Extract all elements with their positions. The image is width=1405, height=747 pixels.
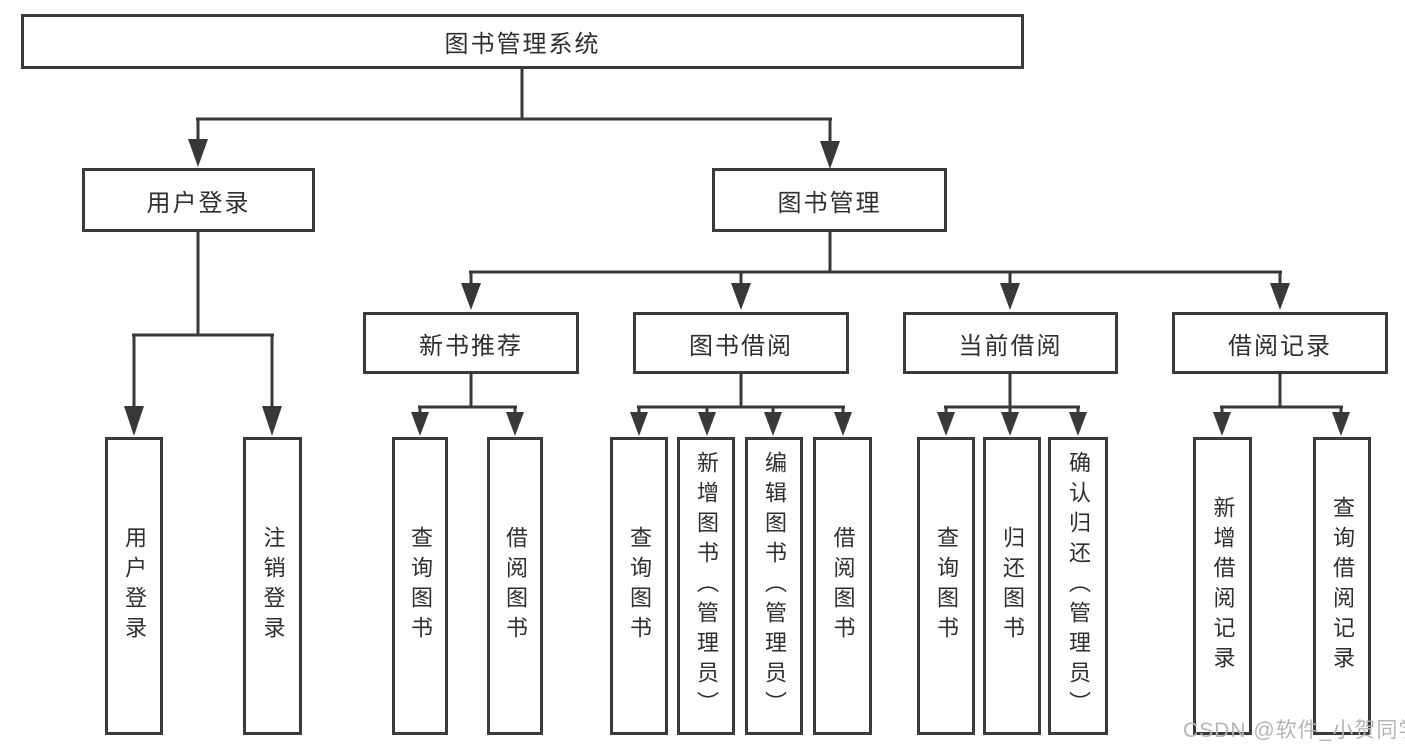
leaf-query-books-borrow-label: 查询图书 (627, 526, 652, 646)
leaf-edit-books-admin-label: 编辑图书（管理员） (762, 451, 787, 721)
leaf-query-books-recommend: 查询图书 (392, 437, 448, 735)
leaf-logout-label: 注销登录 (260, 526, 286, 646)
leaf-logout: 注销登录 (243, 437, 302, 735)
arrowheads (124, 139, 1350, 436)
leaf-query-books-current: 查询图书 (917, 437, 975, 735)
node-book-borrow-label: 图书借阅 (689, 332, 793, 360)
leaf-edit-books-admin: 编辑图书（管理员） (745, 437, 803, 735)
leaf-add-books-admin-label: 新增图书（管理员） (694, 451, 719, 721)
leaf-add-books-admin: 新增图书（管理员） (677, 437, 735, 735)
leaf-add-borrow-record-label: 新增借阅记录 (1210, 496, 1236, 676)
leaf-user-login: 用户登录 (105, 437, 163, 735)
leaf-query-borrow-record: 查询借阅记录 (1313, 437, 1371, 735)
node-borrow-records-label: 借阅记录 (1228, 332, 1332, 360)
node-user-login-label: 用户登录 (146, 189, 251, 217)
node-new-book-recommend-label: 新书推荐 (419, 332, 523, 360)
node-root-label: 图书管理系统 (444, 31, 601, 58)
leaf-query-books-recommend-label: 查询图书 (408, 526, 433, 646)
leaf-query-books-borrow: 查询图书 (610, 437, 668, 735)
node-new-book-recommend: 新书推荐 (363, 312, 579, 374)
node-book-management-label: 图书管理 (777, 189, 882, 217)
leaf-borrow-books: 借阅图书 (813, 437, 872, 735)
node-user-login: 用户登录 (82, 168, 315, 232)
leaf-confirm-return-admin-label: 确认归还（管理员） (1066, 451, 1091, 721)
leaf-user-login-label: 用户登录 (122, 526, 147, 646)
leaf-query-borrow-record-label: 查询借阅记录 (1330, 496, 1355, 676)
leaf-confirm-return-admin: 确认归还（管理员） (1048, 437, 1108, 735)
leaf-borrow-books-label: 借阅图书 (830, 526, 856, 646)
leaf-borrow-books-recommend-label: 借阅图书 (503, 526, 528, 646)
node-current-borrow-label: 当前借阅 (958, 332, 1063, 360)
node-book-borrow: 图书借阅 (633, 312, 849, 374)
csdn-watermark: CSDN @软件_小贺同学 (1183, 719, 1405, 742)
node-current-borrow: 当前借阅 (903, 312, 1118, 374)
leaf-query-books-current-label: 查询图书 (934, 526, 959, 646)
node-book-management: 图书管理 (712, 168, 947, 232)
leaf-borrow-books-recommend: 借阅图书 (487, 437, 543, 735)
leaf-add-borrow-record: 新增借阅记录 (1193, 437, 1252, 735)
node-borrow-records: 借阅记录 (1172, 312, 1388, 374)
leaf-return-books: 归还图书 (983, 437, 1041, 735)
node-root: 图书管理系统 (21, 14, 1024, 69)
leaf-return-books-label: 归还图书 (1000, 526, 1025, 646)
